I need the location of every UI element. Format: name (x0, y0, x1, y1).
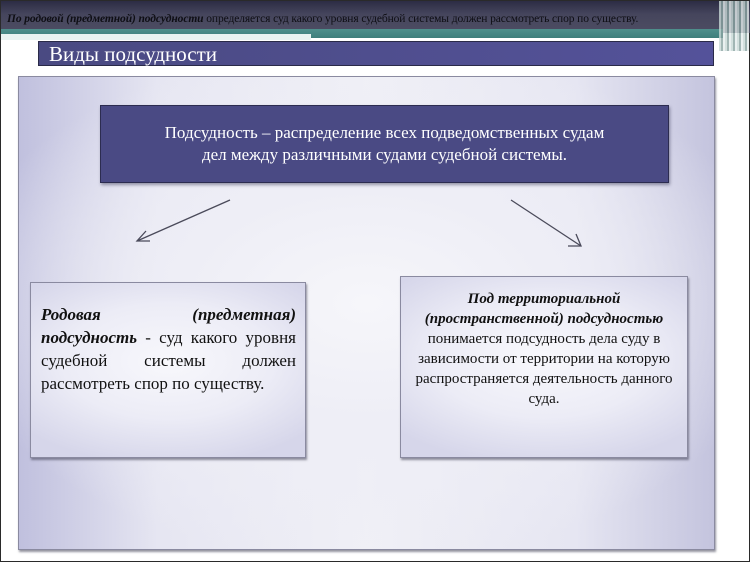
territorial-jurisdiction-card: Под территориальной (пространственной) п… (400, 276, 688, 458)
header-note-emphasis: По родовой (предметной) подсудности (7, 13, 204, 25)
subject-jurisdiction-term: Родовая (предметная) подсудность (41, 305, 296, 347)
subject-jurisdiction-card: Родовая (предметная) подсудность - суд к… (30, 282, 306, 458)
subject-jurisdiction-text: - суд какого уровня судебной системы дол… (41, 328, 296, 393)
title-bar: Виды подсудности (38, 41, 714, 66)
header-note-text: определяется суд какого уровня судебной … (203, 13, 639, 25)
light-accent-band (1, 34, 311, 40)
definition-line-1: Подсудность – распределение всех подведо… (164, 123, 605, 142)
territorial-jurisdiction-text: понимается подсудность дела суду в завис… (415, 331, 673, 407)
decorative-stripes (719, 1, 749, 51)
definition-box: Подсудность – распределение всех подведо… (100, 105, 669, 183)
definition-line-2: дел между различными судами судебной сис… (201, 145, 568, 164)
slide-title: Виды подсудности (49, 42, 218, 66)
territorial-jurisdiction-term: Под территориальной (пространственной) п… (424, 291, 664, 327)
top-banner (1, 1, 750, 33)
teal-accent-band (1, 29, 723, 38)
header-note: По родовой (предметной) подсудности опре… (7, 13, 638, 25)
